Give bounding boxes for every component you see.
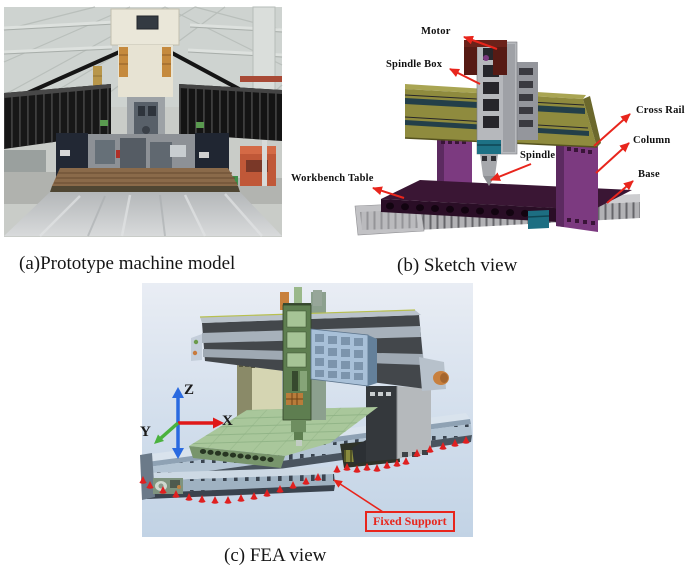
- sketch-annotation-arrows: [372, 35, 634, 204]
- prototype-photo: [3, 6, 283, 237]
- label-base: Base: [638, 169, 660, 180]
- label-column: Column: [633, 135, 671, 146]
- caption-fea: (c) FEA view: [224, 545, 327, 566]
- fea-axes-triad: [154, 387, 224, 459]
- label-cross-rail: Cross Rail: [636, 105, 685, 116]
- label-workbench-table: Workbench Table: [291, 173, 374, 184]
- caption-prototype: (a)Prototype machine model: [19, 253, 236, 274]
- label-motor: Motor: [421, 26, 451, 37]
- sketch-machine: [354, 40, 640, 236]
- label-spindle: Spindle: [520, 150, 556, 161]
- fixed-support-label: Fixed Support: [365, 511, 455, 532]
- axis-label-z: Z: [184, 382, 195, 398]
- fea-scene: [140, 283, 473, 537]
- axis-label-y: Y: [140, 424, 151, 440]
- label-spindle-box: Spindle Box: [386, 59, 443, 70]
- fixed-support-leader: [333, 479, 384, 513]
- axis-label-x: X: [222, 413, 233, 429]
- caption-sketch: (b) Sketch view: [397, 255, 518, 276]
